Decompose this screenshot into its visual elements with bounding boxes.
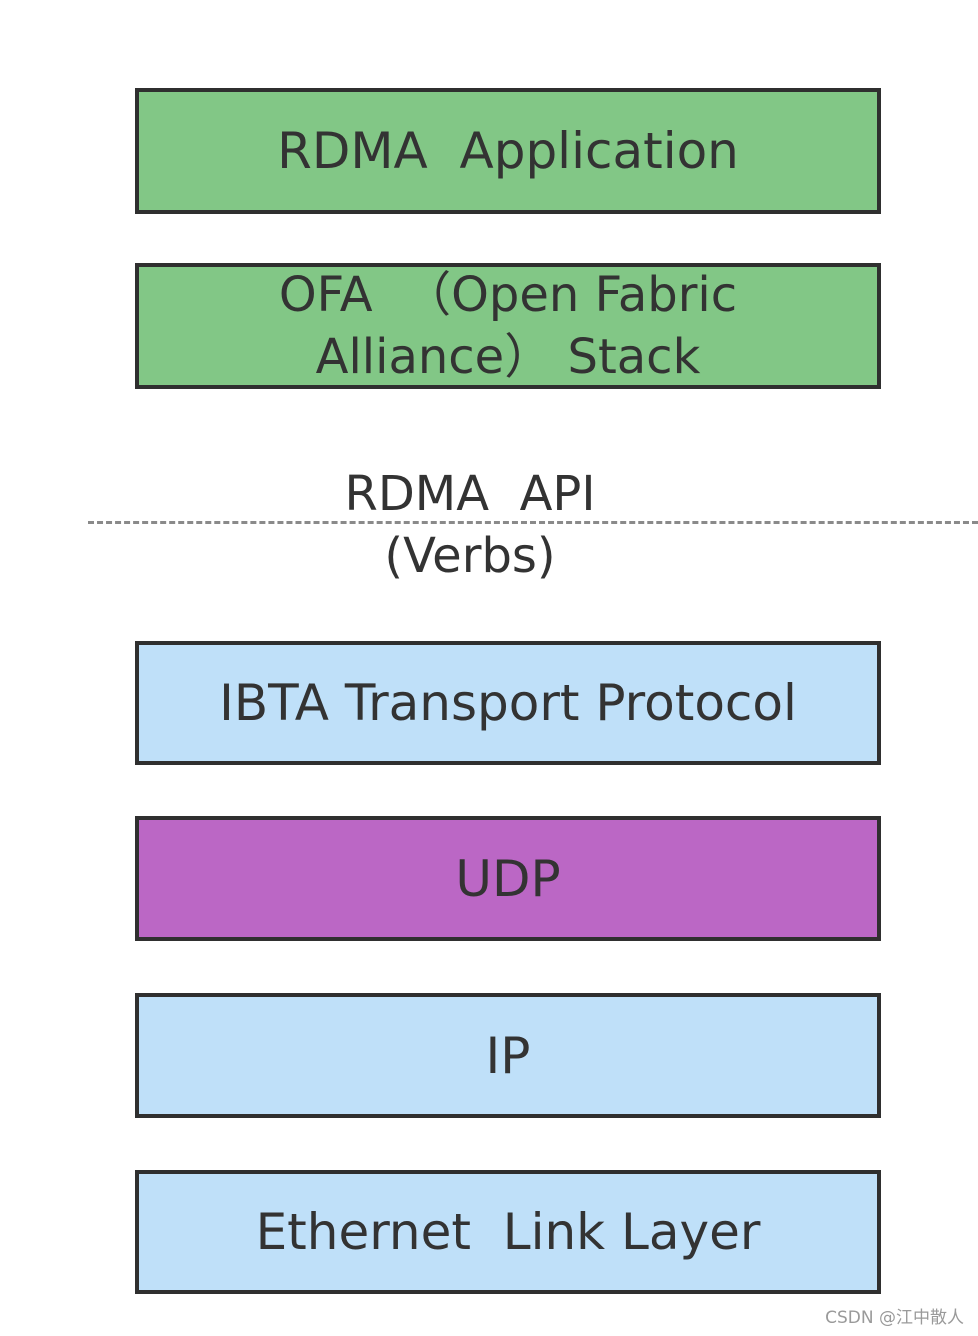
ibta-transport-label: IBTA Transport Protocol <box>219 674 797 732</box>
ip-layer: IP <box>135 993 881 1118</box>
ip-label: IP <box>485 1026 531 1085</box>
rdma-application-label: RDMA Application <box>277 122 739 180</box>
rdma-api-label: RDMA API (Verbs) <box>344 466 596 584</box>
rdma-application-layer: RDMA Application <box>135 88 881 214</box>
ibta-transport-layer: IBTA Transport Protocol <box>135 641 881 765</box>
udp-label: UDP <box>455 849 561 908</box>
udp-layer: UDP <box>135 816 881 941</box>
ofa-stack-layer: OFA （Open Fabric Alliance） Stack <box>135 263 881 389</box>
rdma-api-divider <box>88 521 978 524</box>
ethernet-link-label: Ethernet Link Layer <box>255 1203 761 1261</box>
ethernet-link-layer: Ethernet Link Layer <box>135 1170 881 1294</box>
ofa-stack-label: OFA （Open Fabric Alliance） Stack <box>278 267 738 385</box>
watermark: CSDN @江中散人 <box>825 1308 964 1328</box>
